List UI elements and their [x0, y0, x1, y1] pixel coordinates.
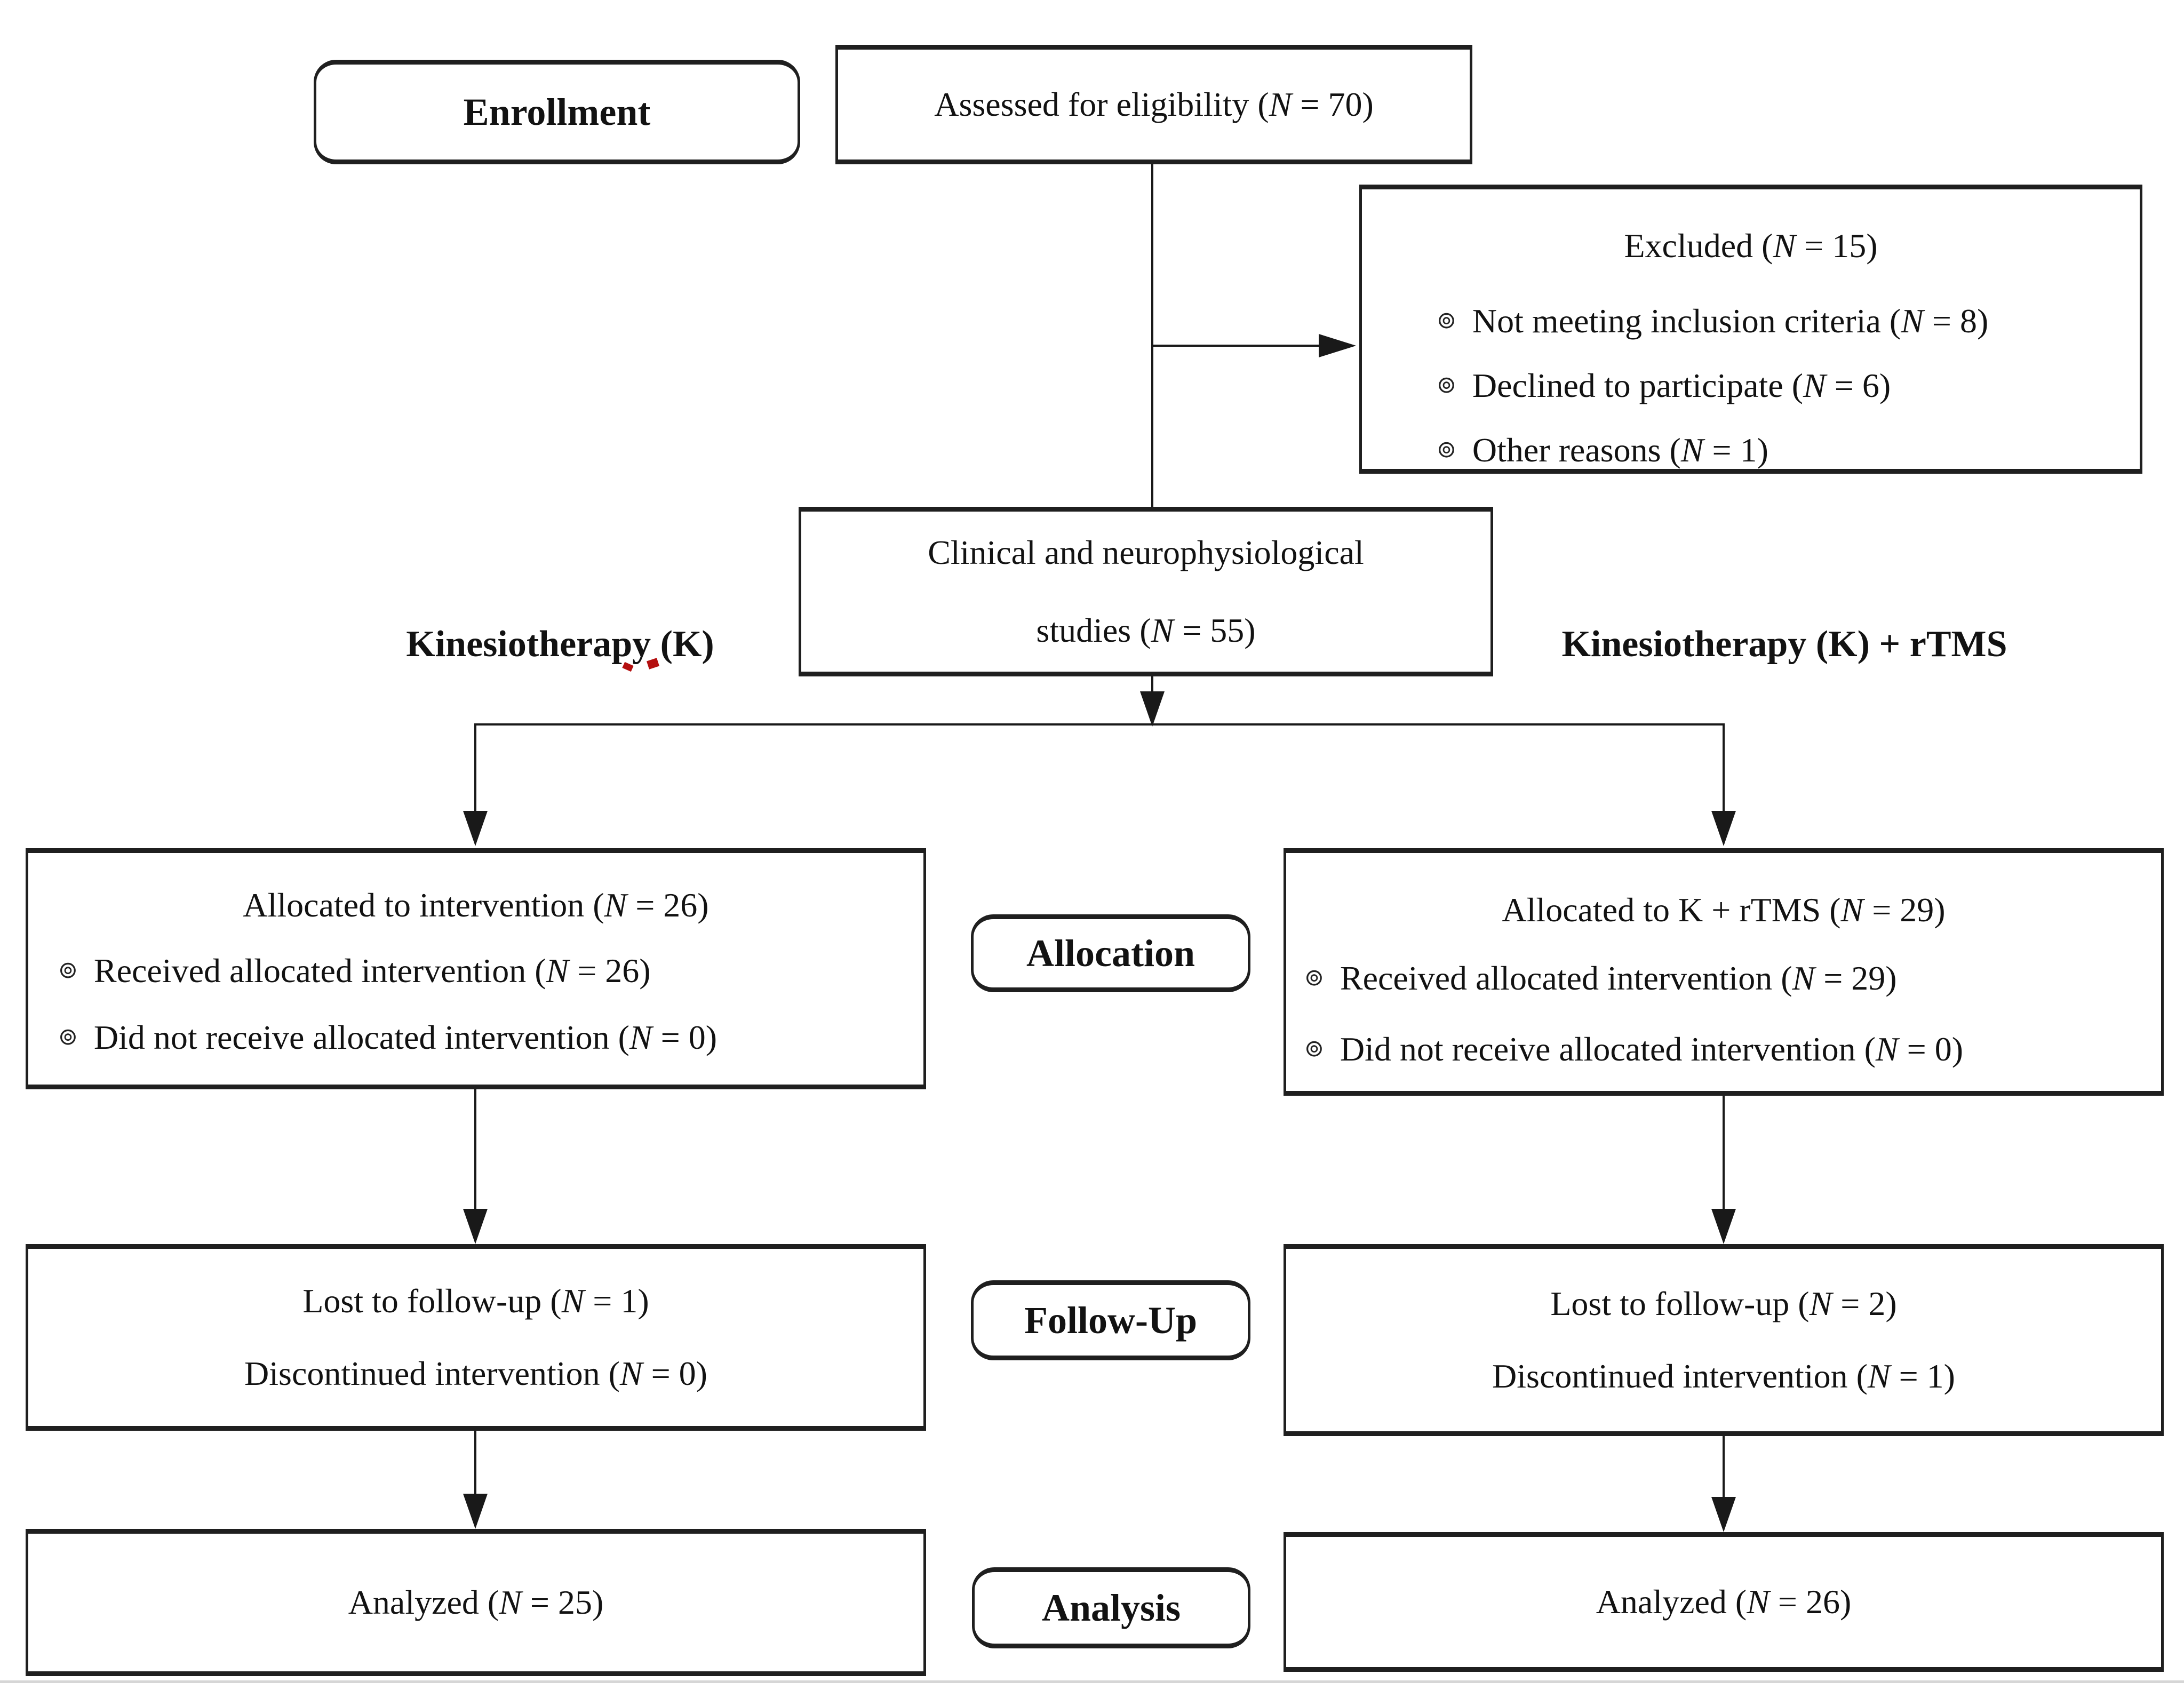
analysis-stage-label: Analysis: [1041, 1587, 1181, 1629]
followup-right-line2: Discontinued intervention (N = 1): [1492, 1357, 1955, 1395]
followup-right-box: Lost to follow-up (N = 2) Discontinued i…: [1284, 1244, 2164, 1436]
connector-clinical-branch: [1151, 676, 1153, 693]
allocation-stage-box: Allocation: [971, 914, 1250, 992]
arrowhead-fu-left-icon: [463, 1209, 488, 1244]
clinical-line2: studies (N = 55): [1036, 611, 1256, 649]
allocation-right-item: ⊚ Did not receive allocated intervention …: [1286, 1014, 2161, 1085]
connector-alloc-fu-left: [474, 1089, 476, 1210]
excluded-item: ⊚ Not meeting inclusion criteria (N = 8): [1362, 289, 2140, 353]
followup-left-line1: Lost to follow-up (N = 1): [302, 1282, 649, 1320]
allocation-right-item: ⊚ Received allocated intervention (N = 29…: [1286, 943, 2161, 1014]
spiral-bullet-icon: ⊚: [58, 1023, 78, 1050]
allocation-right-item-text: Did not receive allocated intervention (…: [1340, 1030, 1963, 1068]
connector-fu-an-left: [474, 1431, 476, 1495]
clinical-studies-box: Clinical and neurophysiological studies …: [799, 507, 1493, 676]
excluded-item-text: Declined to participate (N = 6): [1472, 366, 1891, 404]
allocation-left-title: Allocated to intervention (N = 26): [243, 886, 709, 924]
analyzed-right-box: Analyzed (N = 26): [1284, 1532, 2164, 1672]
followup-stage-label: Follow-Up: [1024, 1299, 1197, 1342]
followup-right-line1: Lost to follow-up (N = 2): [1550, 1285, 1897, 1322]
connector-fu-an-right: [1723, 1436, 1725, 1498]
connector-alloc-fu-right: [1723, 1096, 1725, 1210]
arrowhead-alloc-right-icon: [1711, 811, 1736, 846]
arrowhead-branch-icon: [1140, 691, 1165, 727]
allocation-stage-label: Allocation: [1026, 932, 1195, 975]
spiral-bullet-icon: ⊚: [1304, 964, 1324, 991]
connector-branch-left: [474, 723, 476, 812]
assessed-box: Assessed for eligibility (N = 70): [835, 45, 1472, 164]
connector-to-excluded: [1152, 345, 1319, 347]
spiral-bullet-icon: ⊚: [1437, 371, 1456, 398]
followup-left-box: Lost to follow-up (N = 1) Discontinued i…: [26, 1244, 926, 1431]
allocation-left-item-text: Did not receive allocated intervention (…: [93, 1018, 717, 1056]
excluded-box: Excluded (N = 15) ⊚ Not meeting inclusion…: [1359, 185, 2142, 474]
branch-horizontal-line: [475, 723, 1725, 726]
excluded-title: Excluded (N = 15): [1624, 227, 1878, 265]
spiral-bullet-icon: ⊚: [1437, 307, 1456, 334]
followup-stage-box: Follow-Up: [971, 1280, 1250, 1360]
excluded-item-text: Other reasons (N = 1): [1472, 431, 1768, 469]
spiral-bullet-icon: ⊚: [1437, 436, 1456, 463]
arm-label-kinesiotherapy-rtms: Kinesiotherapy (K) + rTMS: [1561, 624, 2007, 665]
spiral-bullet-icon: ⊚: [1304, 1035, 1324, 1062]
followup-right-text: Lost to follow-up (N = 2) Discontinued i…: [1492, 1267, 1955, 1413]
connector-assessed-clinical: [1151, 164, 1153, 507]
arm-label-kinesiotherapy: Kinesiotherapy (K): [406, 624, 714, 665]
clinical-line1: Clinical and neurophysiological: [928, 533, 1364, 571]
arrowhead-fu-right-icon: [1711, 1209, 1736, 1244]
excluded-item: ⊚ Other reasons (N = 1): [1362, 418, 2140, 482]
spiral-bullet-icon: ⊚: [58, 956, 78, 984]
followup-left-line2: Discontinued intervention (N = 0): [244, 1354, 707, 1392]
allocation-right-title: Allocated to K + rTMS (N = 29): [1502, 891, 1946, 929]
assessed-text: Assessed for eligibility (N = 70): [934, 85, 1374, 123]
enrollment-stage-label: Enrollment: [463, 91, 651, 133]
bottom-rule: [0, 1680, 2184, 1683]
arrowhead-an-right-icon: [1711, 1497, 1736, 1532]
analysis-stage-box: Analysis: [972, 1567, 1250, 1648]
analyzed-left-box: Analyzed (N = 25): [26, 1529, 926, 1676]
analyzed-right-text: Analyzed (N = 26): [1596, 1583, 1852, 1621]
connector-branch-right: [1723, 723, 1725, 812]
allocation-left-item-text: Received allocated intervention (N = 26): [93, 952, 651, 990]
allocation-left-item: ⊚ Received allocated intervention (N = 26…: [28, 937, 923, 1004]
enrollment-stage-box: Enrollment: [314, 60, 800, 164]
allocation-right-item-text: Received allocated intervention (N = 29): [1340, 959, 1897, 997]
allocation-right-box: Allocated to K + rTMS (N = 29) ⊚ Received…: [1284, 848, 2164, 1096]
allocation-left-item: ⊚ Did not receive allocated intervention …: [28, 1004, 923, 1071]
followup-left-text: Lost to follow-up (N = 1) Discontinued i…: [244, 1265, 707, 1410]
arrowhead-excluded-icon: [1319, 334, 1356, 357]
analyzed-left-text: Analyzed (N = 25): [348, 1583, 604, 1621]
arrowhead-an-left-icon: [463, 1494, 488, 1529]
clinical-text: Clinical and neurophysiological studies …: [928, 514, 1364, 669]
excluded-item-text: Not meeting inclusion criteria (N = 8): [1472, 302, 1989, 340]
arrowhead-alloc-left-icon: [463, 811, 488, 846]
excluded-item: ⊚ Declined to participate (N = 6): [1362, 353, 2140, 418]
allocation-left-box: Allocated to intervention (N = 26) ⊚ Rece…: [26, 848, 926, 1089]
